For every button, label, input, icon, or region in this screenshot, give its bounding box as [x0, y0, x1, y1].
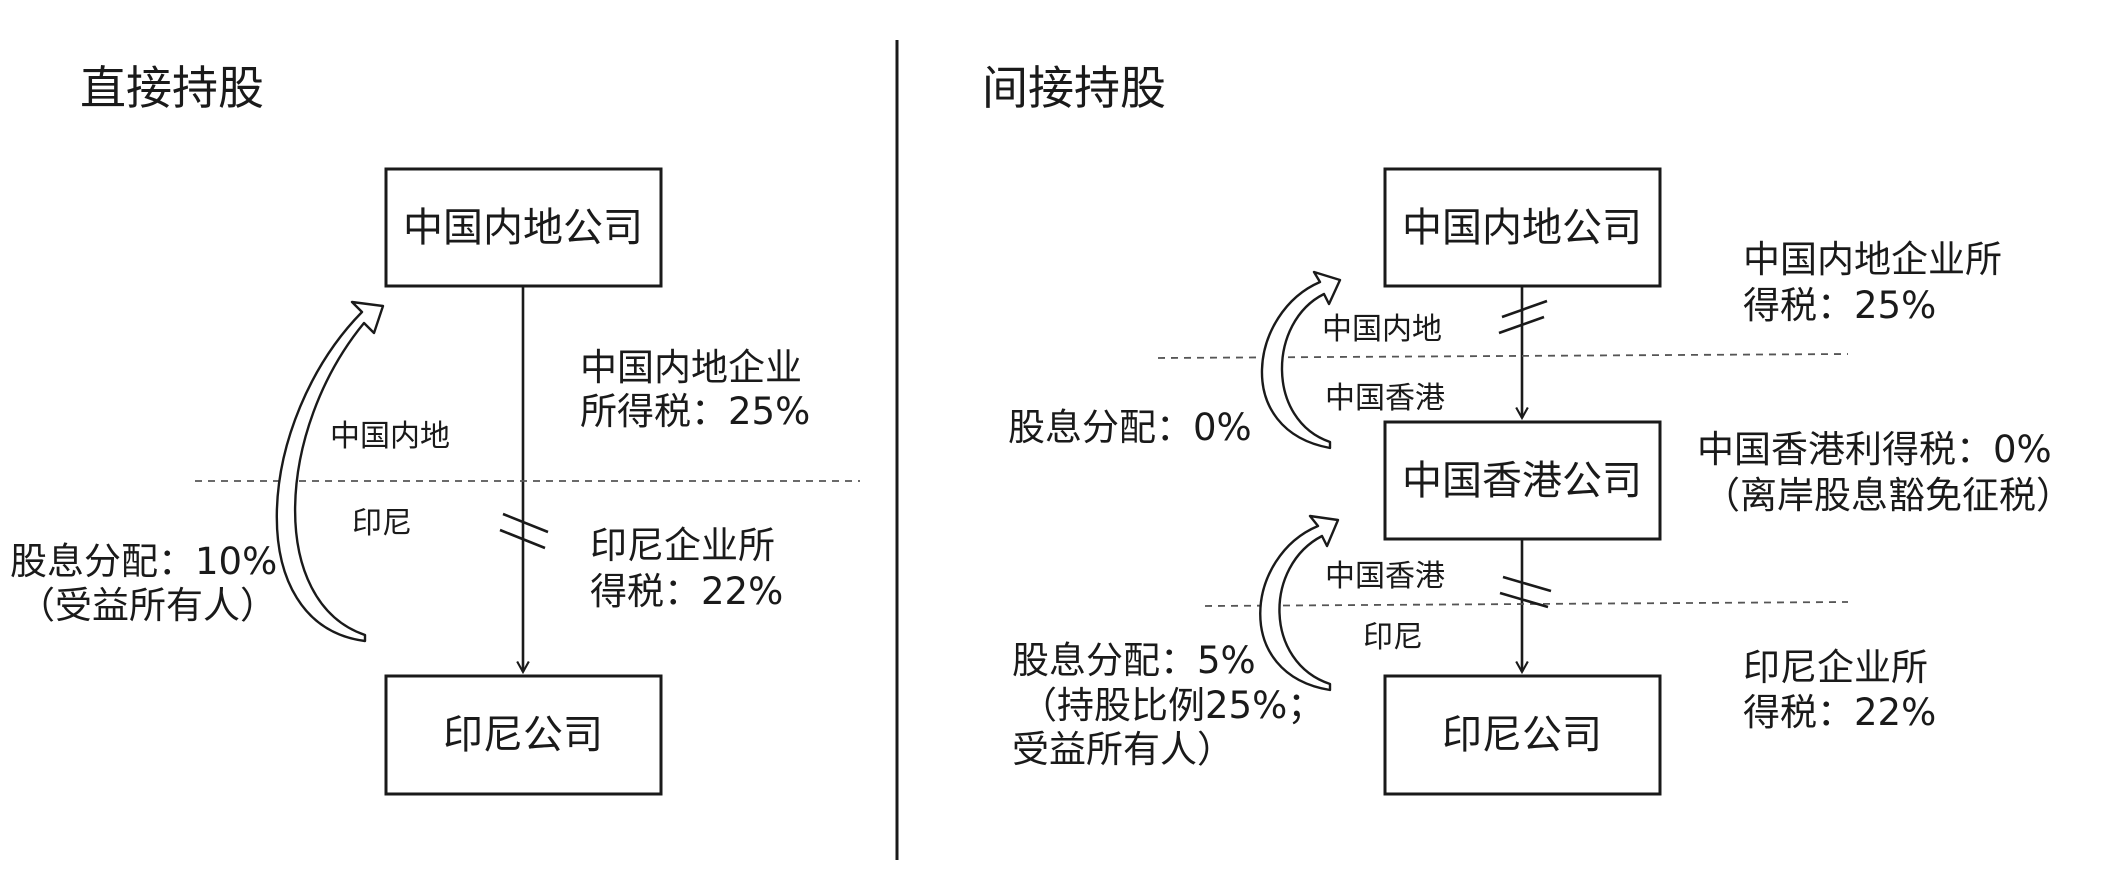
indirect-hk-dividend-rate: 股息分配：0% [1008, 406, 1252, 449]
direct-treaty-break-icon [499, 512, 549, 550]
indirect-id-dividend-curved-arrow [1259, 514, 1340, 692]
indirect-indonesia-tax-line2: 得税：22% [1743, 691, 1936, 734]
indirect-lower-treaty-break-icon [1499, 575, 1552, 609]
indirect-id-dividend-note2: 受益所有人） [1012, 728, 1234, 771]
direct-indonesia-tax-line2: 得税：22% [590, 570, 783, 613]
direct-indonesia-company-box [384, 674, 663, 796]
indirect-zone-hk-upper: 中国香港 [1325, 381, 1445, 416]
direct-zone-indonesia: 印尼 [352, 506, 412, 541]
indirect-holding-panel: 间接持股 中国内地公司 中国香港公司 印尼公司 中国内地 中国香港 中国香港 印… [982, 61, 2073, 796]
direct-dividend-curved-arrow [275, 300, 385, 643]
indirect-hk-company-label: 中国香港公司 [1402, 458, 1642, 504]
indirect-zone-mainland: 中国内地 [1322, 312, 1442, 347]
indirect-hk-tax-line1: 中国香港利得税：0% [1697, 428, 2052, 471]
indirect-mainland-company-box [1383, 167, 1662, 288]
direct-indonesia-tax-line1: 印尼企业所 [590, 524, 775, 567]
direct-holding-panel: 直接持股 中国内地公司 印尼公司 中国内地企业 所得税：25% 印尼企业所 得税… [10, 61, 860, 796]
indirect-mainland-tax-line1: 中国内地企业所 [1743, 238, 2002, 281]
indirect-lower-border-line [1204, 601, 1849, 607]
indirect-id-dividend-note1: （持股比例25%； [1020, 684, 1324, 727]
direct-mainland-company-label: 中国内地公司 [403, 205, 643, 251]
indirect-indonesia-company-box [1383, 674, 1662, 796]
direct-title: 直接持股 [80, 61, 264, 115]
indirect-upper-border-line [1157, 353, 1849, 359]
direct-zone-mainland: 中国内地 [330, 419, 450, 454]
indirect-zone-indonesia: 印尼 [1363, 620, 1423, 655]
indirect-mainland-tax-line2: 得税：25% [1743, 284, 1936, 327]
indirect-mainland-company-label: 中国内地公司 [1402, 205, 1642, 251]
direct-dividend-note: （受益所有人） [18, 584, 277, 627]
indirect-hk-dividend-curved-arrow [1260, 270, 1342, 450]
direct-dividend-rate: 股息分配：10% [10, 540, 277, 583]
indirect-id-dividend-rate: 股息分配：5% [1012, 639, 1256, 682]
indirect-upper-treaty-break-icon [1498, 299, 1548, 335]
direct-mainland-tax-line2: 所得税：25% [580, 390, 810, 433]
indirect-indonesia-company-label: 印尼公司 [1442, 712, 1602, 758]
indirect-zone-hk-lower: 中国香港 [1325, 559, 1445, 594]
indirect-indonesia-tax-line1: 印尼企业所 [1743, 646, 1928, 689]
indirect-hk-tax-line2: （离岸股息豁免征税） [1703, 474, 2073, 517]
indirect-title: 间接持股 [982, 61, 1166, 115]
direct-indonesia-company-label: 印尼公司 [443, 712, 603, 758]
direct-mainland-tax-line1: 中国内地企业 [580, 346, 802, 389]
